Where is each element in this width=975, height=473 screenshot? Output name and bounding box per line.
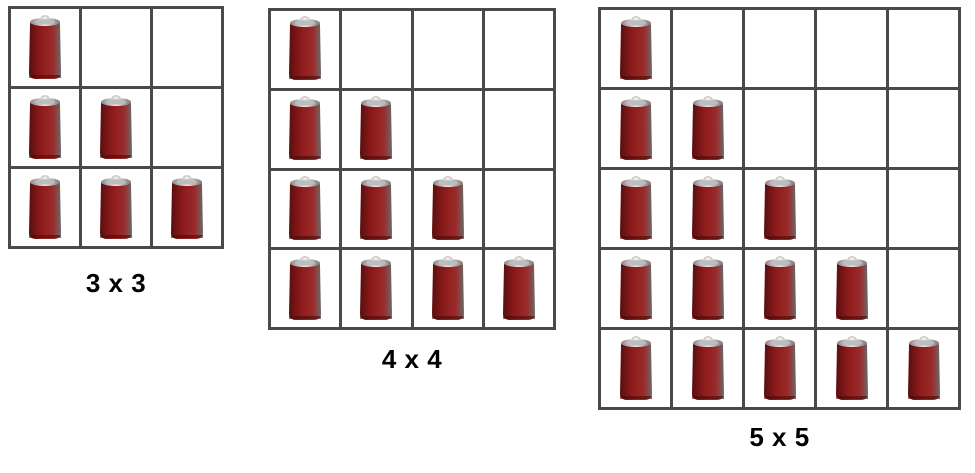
grid-cell <box>342 90 411 168</box>
grid-cell <box>673 250 742 327</box>
soda-can-icon <box>619 175 652 240</box>
grid-label-5x5: 5 x 5 <box>749 422 810 452</box>
grid-cell <box>484 90 553 168</box>
grid-cell <box>673 330 742 407</box>
soda-can-icon <box>619 95 652 160</box>
grid-cell <box>817 330 886 407</box>
can-grid-4x4 <box>268 8 556 330</box>
grid-cell <box>342 11 411 88</box>
soda-can-icon <box>835 255 868 320</box>
grid-cell <box>153 89 221 166</box>
grid-cell <box>484 11 553 88</box>
soda-can-icon <box>763 335 796 400</box>
grid-cell <box>413 90 482 168</box>
grid-cell <box>601 170 670 247</box>
grid-cell <box>817 170 886 247</box>
grid-cell <box>82 89 150 166</box>
can-grid-3x3 <box>8 6 224 249</box>
grid-cell <box>11 89 79 166</box>
grid-cell <box>342 250 411 327</box>
soda-can-icon <box>691 255 724 320</box>
grid-cell <box>889 170 958 247</box>
soda-can-icon <box>431 175 464 240</box>
soda-can-icon <box>289 255 322 320</box>
grid-cell <box>11 9 79 86</box>
soda-can-icon <box>431 255 464 320</box>
soda-can-icon <box>907 335 940 400</box>
grid-cell <box>82 9 150 86</box>
soda-can-icon <box>100 174 132 239</box>
grid-cell <box>817 10 886 87</box>
soda-can-icon <box>100 94 132 159</box>
grid-cell <box>271 90 340 168</box>
grid-cell <box>817 90 886 167</box>
grid-cell <box>484 170 553 248</box>
grid-label-4x4: 4 x 4 <box>381 344 443 374</box>
grid-cell <box>889 250 958 327</box>
soda-can-icon <box>691 175 724 240</box>
soda-can-icon <box>502 255 535 320</box>
grid-cell <box>601 10 670 87</box>
grid-cell <box>889 330 958 407</box>
grid-cell <box>601 90 670 167</box>
grid-cell <box>484 250 553 327</box>
soda-can-icon <box>171 174 203 239</box>
grid-cell <box>745 170 814 247</box>
grid-cell <box>889 90 958 167</box>
grid-cell <box>889 10 958 87</box>
grid-cell <box>673 10 742 87</box>
grid-cell <box>271 11 340 88</box>
grid-cell <box>271 250 340 327</box>
grid-cell <box>673 90 742 167</box>
grid-cell <box>153 9 221 86</box>
grid-cell <box>11 169 79 246</box>
grid-cell <box>153 169 221 246</box>
soda-can-icon <box>360 175 393 240</box>
soda-can-icon <box>691 335 724 400</box>
soda-can-icon <box>360 255 393 320</box>
grid-cell <box>745 330 814 407</box>
soda-can-icon <box>619 255 652 320</box>
grid-label-3x3: 3 x 3 <box>85 268 147 298</box>
grid-cell <box>673 170 742 247</box>
grid-cell <box>342 170 411 248</box>
soda-can-icon <box>763 175 796 240</box>
soda-can-icon <box>619 15 652 80</box>
grid-cell <box>745 250 814 327</box>
grid-cell <box>745 90 814 167</box>
soda-can-icon <box>29 174 61 239</box>
soda-can-icon <box>360 96 393 161</box>
soda-can-icon <box>29 14 61 79</box>
grid-cell <box>601 250 670 327</box>
soda-can-icon <box>835 335 868 400</box>
soda-can-icon <box>289 175 322 240</box>
soda-can-icon <box>763 255 796 320</box>
soda-can-icon <box>691 95 724 160</box>
grid-cell <box>413 11 482 88</box>
grid-cell <box>601 330 670 407</box>
grid-cell <box>271 170 340 248</box>
can-grid-5x5 <box>598 7 961 410</box>
grid-cell <box>817 250 886 327</box>
grid-cell <box>82 169 150 246</box>
grid-cell <box>413 170 482 248</box>
soda-can-icon <box>29 94 61 159</box>
grid-cell <box>413 250 482 327</box>
grid-cell <box>745 10 814 87</box>
soda-can-icon <box>289 16 322 81</box>
soda-can-icon <box>619 335 652 400</box>
soda-can-icon <box>289 96 322 161</box>
